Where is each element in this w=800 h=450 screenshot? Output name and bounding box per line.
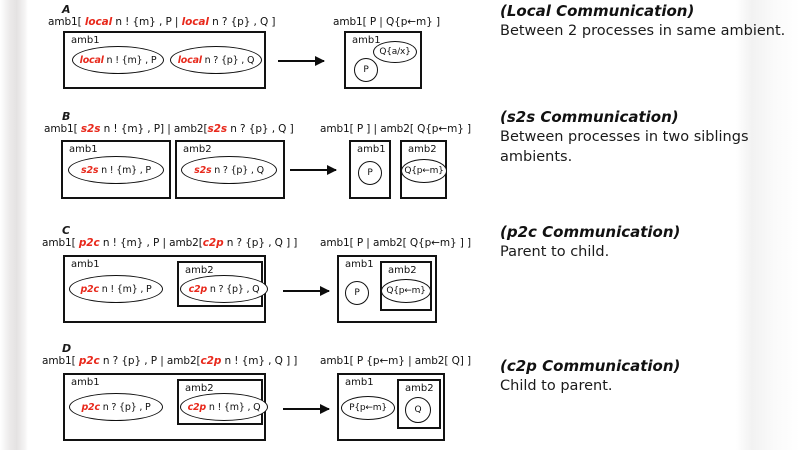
process-term: P [354,288,360,298]
process-term: c2p n ? {p} , Q [188,283,260,295]
panel-c-description: (p2c Communication) Parent to child. [500,223,800,262]
panel-c-reduction-arrow [283,286,330,296]
ambient-name-label: amb1 [71,35,100,46]
panel-b-reduction-arrow [290,165,337,175]
process-term: Q [414,405,422,415]
process-term: P [363,65,369,75]
panel-c: C amb1[ p2c n ! {m} , P | amb2[c2p n ? {… [0,217,800,337]
panel-b-right-process-p: P [358,161,382,185]
ambient-name-label: amb1 [69,144,98,155]
process-term: p2c n ? {p} , P [81,401,151,413]
panel-a-formula-after: amb1[ P | Q{p←m} ] [333,16,440,28]
panel-a-letter: A [62,3,71,16]
panel-a-desc-title: (Local Communication) [500,2,695,20]
panel-a-description: (Local Communication) Between 2 processe… [500,2,800,41]
panel-a: A amb1[ local n ! {m} , P | local n ? {p… [0,0,800,105]
panel-c-desc-body: Parent to child. [500,244,610,260]
ambient-name-label: amb1 [345,377,374,388]
panel-c-left-process-send: p2c n ! {m} , P [69,275,163,303]
ambient-name-label: amb2 [183,144,212,155]
panel-d-description: (c2p Communication) Child to parent. [500,357,800,396]
panel-b-right-process-q: Q{p←m} [401,159,447,183]
panel-d-reduction-arrow [283,404,330,414]
panel-c-right-process-q: Q{p←m} [381,279,431,303]
panel-c-formula-before: amb1[ p2c n ! {m} , P | amb2[c2p n ? {p}… [42,237,298,249]
panel-b-formula-after: amb1[ P ] | amb2[ Q{p←m} ] [320,123,472,135]
panel-b-left-process-receive: s2s n ? {p} , Q [181,156,277,184]
panel-b-desc-body: Between processes in two siblings ambien… [500,129,749,165]
panel-c-left-process-receive: c2p n ? {p} , Q [180,275,268,303]
ambient-name-label: amb1 [71,377,100,388]
panel-a-right-process-q: Q{a/x} [373,41,417,63]
panel-b: B amb1[ s2s n ! {m} , P] | amb2[s2s n ? … [0,105,800,217]
process-term: local n ? {p} , Q [177,54,255,66]
process-term: s2s n ? {p} , Q [194,164,264,176]
panel-c-formula-after: amb1[ P | amb2[ Q{p←m} ] ] [320,237,472,249]
panel-d-right-process-p: P{p←m} [341,396,395,420]
panel-a-left-process-send: local n ! {m} , P [72,46,164,74]
panel-b-left-process-send: s2s n ! {m} , P [68,156,164,184]
panel-d-formula-before: amb1[ p2c n ? {p} , P | amb2[c2p n ! {m}… [42,355,298,367]
process-term: p2c n ! {m} , P [80,283,152,295]
ambient-name-label: amb2 [405,383,434,394]
ambient-name-label: amb1 [71,259,100,270]
panel-d: D amb1[ p2c n ? {p} , P | amb2[c2p n ! {… [0,337,800,450]
panel-a-desc-body: Between 2 processes in same ambient. [500,23,786,39]
process-term: s2s n ! {m} , P [81,164,151,176]
panel-d-right-process-q: Q [405,397,431,423]
process-term: P{p←m} [349,403,387,413]
process-term: c2p n ! {m} , Q [187,401,261,413]
panel-a-formula-before: amb1[ local n ! {m} , P | local n ? {p} … [48,16,276,28]
panel-a-right-process-p: P [354,58,378,82]
ambient-name-label: amb2 [408,144,437,155]
ambient-name-label: amb1 [357,144,386,155]
panel-c-right-process-p: P [345,281,369,305]
panel-b-letter: B [62,110,71,123]
panel-d-left-process-receive: p2c n ? {p} , P [69,393,163,421]
ambient-name-label: amb2 [185,265,214,276]
panel-a-left-process-receive: local n ? {p} , Q [170,46,262,74]
process-term: P [367,168,373,178]
panel-d-letter: D [62,342,72,355]
panel-d-formula-after: amb1[ P {p←m} | amb2[ Q] ] [320,355,472,367]
panel-d-left-process-send: c2p n ! {m} , Q [180,393,268,421]
ambient-name-label: amb1 [352,35,381,46]
panel-d-desc-body: Child to parent. [500,378,613,394]
process-term: Q{a/x} [379,47,411,57]
panel-b-formula-before: amb1[ s2s n ! {m} , P] | amb2[s2s n ? {p… [44,123,294,135]
process-term: local n ! {m} , P [79,54,157,66]
ambient-name-label: amb2 [185,383,214,394]
panel-c-letter: C [62,224,71,237]
panel-d-desc-title: (c2p Communication) [500,357,681,375]
panel-b-desc-title: (s2s Communication) [500,108,679,126]
panel-c-desc-title: (p2c Communication) [500,223,681,241]
process-term: Q{p←m} [386,286,426,296]
process-term: Q{p←m} [404,166,444,176]
panel-b-description: (s2s Communication) Between processes in… [500,108,800,167]
panel-a-reduction-arrow [278,56,325,66]
ambient-name-label: amb1 [345,259,374,270]
ambient-name-label: amb2 [388,265,417,276]
